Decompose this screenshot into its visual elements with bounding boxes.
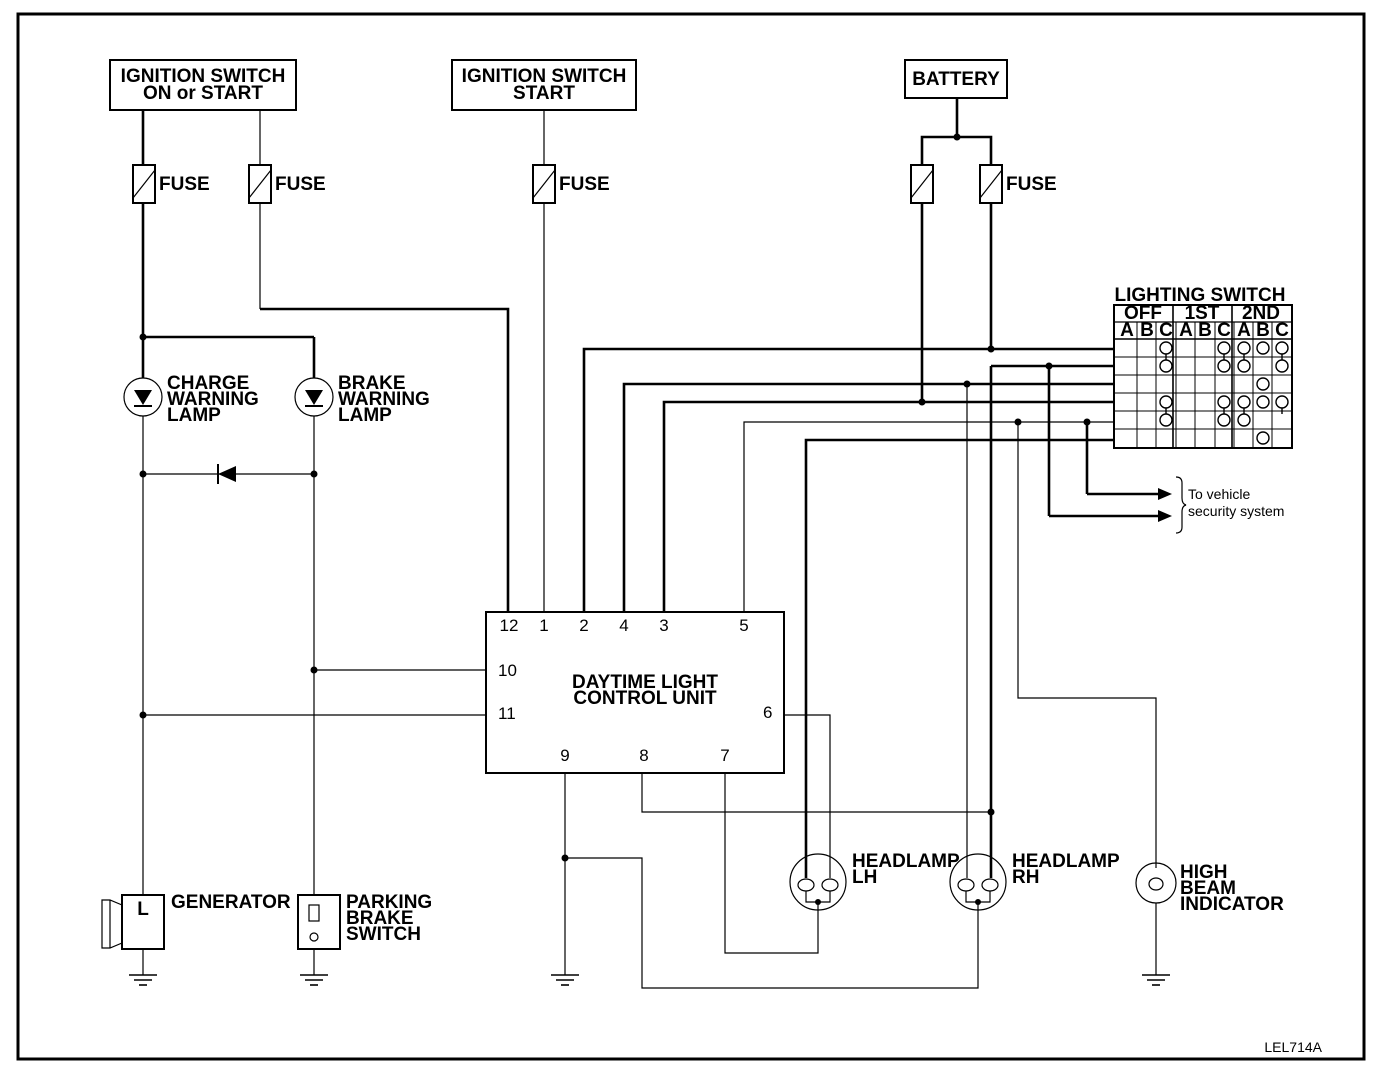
fuse-1: FUSE [132, 164, 210, 204]
svg-text:B: B [1198, 320, 1212, 341]
wires-battery [920, 98, 993, 402]
diagram-frame [16, 12, 1366, 1061]
svg-text:HIGH: HIGH [1180, 862, 1228, 883]
fuse-label: FUSE [275, 174, 326, 195]
svg-text:GENERATOR: GENERATOR [171, 892, 291, 913]
pin-11: 11 [498, 704, 516, 723]
headlamp-lh: HEADLAMP LH [789, 851, 960, 911]
pin-6: 6 [763, 703, 772, 722]
svg-text:IGNITION SWITCH: IGNITION SWITCH [121, 66, 286, 87]
pin-1: 1 [539, 616, 548, 635]
figure-code: LEL714A [1264, 1039, 1322, 1055]
svg-text:A: A [1120, 320, 1134, 341]
headlamp-rh: HEADLAMP RH [949, 851, 1120, 911]
wires-lamp-lower [139, 416, 486, 895]
switch-position-off: OFF [1124, 303, 1162, 324]
svg-text:LAMP: LAMP [338, 405, 392, 426]
pin-8: 8 [639, 746, 648, 765]
svg-text:BEAM: BEAM [1180, 878, 1236, 899]
fuse-4 [910, 164, 934, 204]
fuse-5: FUSE [979, 164, 1057, 204]
svg-text:C: C [1159, 320, 1173, 341]
pin-2: 2 [579, 616, 588, 635]
svg-text:To vehicle: To vehicle [1188, 486, 1250, 502]
fuse-label: FUSE [559, 174, 610, 195]
svg-text:HEADLAMP: HEADLAMP [1012, 851, 1120, 872]
wires-control-unit-outputs [561, 714, 995, 989]
pin-4: 4 [619, 616, 628, 635]
svg-text:DAYTIME LIGHT: DAYTIME LIGHT [572, 672, 718, 693]
svg-text:START: START [513, 83, 575, 104]
security-system-arrows: To vehicle security system [1049, 476, 1284, 534]
svg-text:B: B [1256, 320, 1270, 341]
pin-12: 12 [500, 616, 519, 635]
charge-warning-lamp: CHARGE WARNING LAMP [123, 373, 259, 426]
svg-text:A: A [1179, 320, 1193, 341]
switch-position-2nd: 2ND [1242, 303, 1280, 324]
parking-brake-switch: PARKING BRAKE SWITCH [297, 892, 432, 975]
battery-box: BATTERY [904, 59, 1008, 99]
fuse-label: FUSE [1006, 174, 1057, 195]
svg-text:LH: LH [852, 867, 877, 888]
svg-text:BRAKE: BRAKE [346, 908, 414, 929]
brake-warning-lamp: BRAKE WARNING LAMP [294, 373, 430, 426]
svg-text:ON or START: ON or START [143, 83, 263, 104]
wires-to-lighting-switch [582, 345, 1157, 878]
svg-text:IGNITION SWITCH: IGNITION SWITCH [462, 66, 627, 87]
fuse-label: FUSE [159, 174, 210, 195]
svg-text:C: C [1217, 320, 1231, 341]
svg-text:B: B [1140, 320, 1154, 341]
svg-text:SWITCH: SWITCH [346, 924, 421, 945]
svg-text:CONTROL UNIT: CONTROL UNIT [573, 688, 717, 709]
svg-text:PARKING: PARKING [346, 892, 432, 913]
svg-text:C: C [1275, 320, 1289, 341]
svg-text:WARNING: WARNING [338, 389, 430, 410]
ignition-switch-start-box: IGNITION SWITCH START [451, 59, 637, 111]
svg-text:A: A [1237, 320, 1251, 341]
switch-position-1st: 1ST [1185, 303, 1220, 324]
ignition-switch-on-start-box: IGNITION SWITCH ON or START [109, 59, 297, 111]
generator-symbol: L [137, 899, 149, 920]
svg-text:security system: security system [1188, 503, 1284, 519]
pin-10: 10 [498, 661, 517, 680]
svg-text:INDICATOR: INDICATOR [1180, 894, 1284, 915]
svg-text:LIGHTING SWITCH: LIGHTING SWITCH [1115, 285, 1286, 306]
svg-text:BATTERY: BATTERY [912, 69, 1000, 90]
fuse-2: FUSE [248, 164, 326, 204]
wires-ignition-on-start [139, 110, 510, 612]
svg-text:LAMP: LAMP [167, 405, 221, 426]
lighting-switch-table: LIGHTING SWITCH OFF 1ST 2ND A B C A B C … [1113, 285, 1293, 449]
svg-text:BRAKE: BRAKE [338, 373, 406, 394]
diode [217, 464, 236, 484]
high-beam-indicator: HIGH BEAM INDICATOR [1135, 862, 1284, 975]
svg-text:RH: RH [1012, 867, 1039, 888]
pin-5: 5 [739, 616, 748, 635]
fuse-3: FUSE [532, 164, 610, 204]
pin-9: 9 [560, 746, 569, 765]
ground-symbols [129, 974, 1170, 986]
svg-text:HEADLAMP: HEADLAMP [852, 851, 960, 872]
pin-3: 3 [659, 616, 668, 635]
daytime-light-control-unit: DAYTIME LIGHT CONTROL UNIT 12 1 2 4 3 5 … [485, 611, 785, 774]
generator: L GENERATOR [101, 892, 291, 975]
svg-text:WARNING: WARNING [167, 389, 259, 410]
pin-7: 7 [720, 746, 729, 765]
svg-text:CHARGE: CHARGE [167, 373, 249, 394]
